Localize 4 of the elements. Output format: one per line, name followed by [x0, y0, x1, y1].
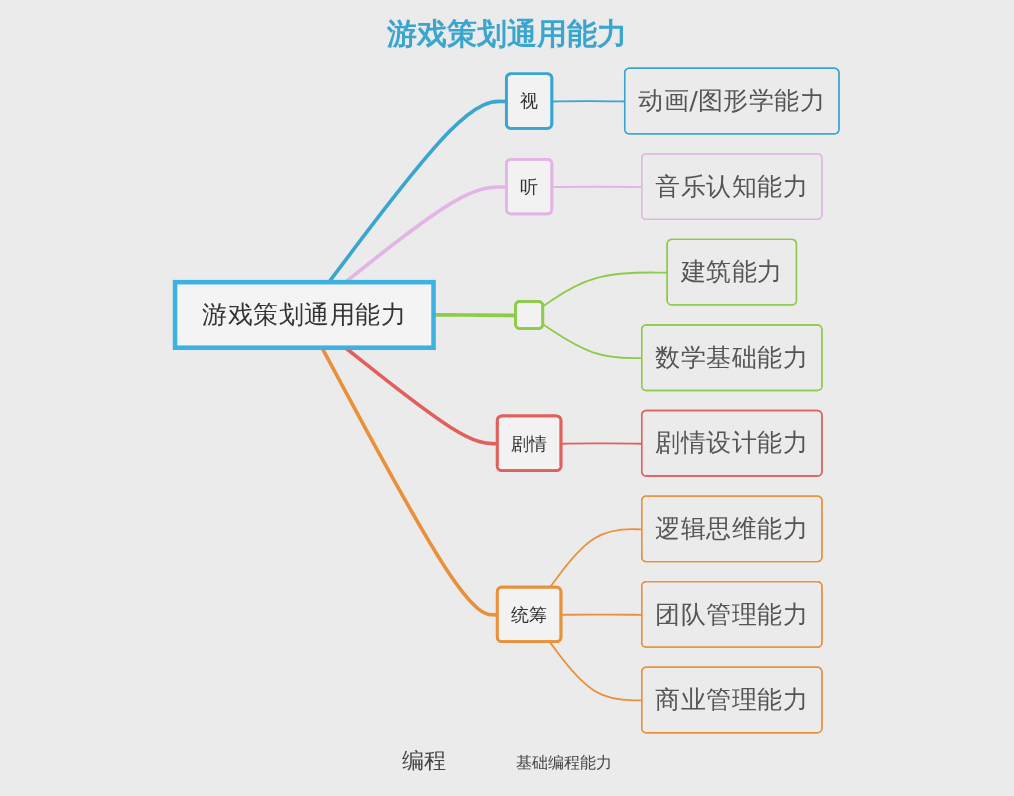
- node-box: 游戏策划通用能力: [172, 279, 436, 350]
- title: 游戏策划通用能力: [387, 15, 627, 53]
- branch-label: 编程: [402, 747, 446, 775]
- item-text: 基础编程能力: [516, 753, 612, 774]
